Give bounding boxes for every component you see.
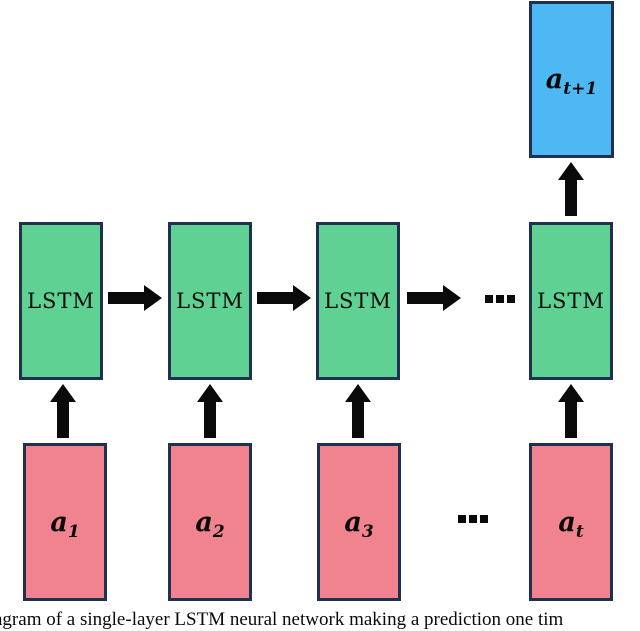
output-box: at+1 (529, 1, 614, 158)
ellipsis-dot (458, 515, 466, 523)
arrow-shaft (204, 400, 216, 438)
ellipsis-dot (507, 295, 515, 303)
ellipsis-dot (496, 295, 504, 303)
ellipsis-input-row (458, 515, 488, 523)
output-label: at+1 (545, 64, 598, 99)
input-box-a2: a2 (168, 443, 252, 601)
lstm-cell-1: LSTM (19, 222, 103, 380)
arrow-shaft (108, 292, 146, 304)
arrow-up-input-1-icon (50, 384, 76, 438)
arrow-shaft (352, 400, 364, 438)
lstm-cell-2-label: LSTM (176, 289, 244, 313)
ellipsis-lstm-row (485, 295, 515, 303)
arrow-up-input-3-icon (345, 384, 371, 438)
arrow-right-1-icon (108, 285, 162, 311)
arrow-right-3-icon (407, 285, 461, 311)
input-label-a3: a3 (344, 506, 374, 542)
arrow-head (443, 285, 461, 311)
lstm-cell-3: LSTM (316, 222, 400, 380)
lstm-cell-4-label: LSTM (537, 289, 605, 313)
arrow-shaft (57, 400, 69, 438)
arrow-head (50, 384, 76, 402)
input-box-a3: a3 (317, 443, 401, 601)
arrow-head (293, 285, 311, 311)
arrow-right-2-icon (257, 285, 311, 311)
arrow-head (558, 162, 584, 180)
figure-caption: agram of a single-layer LSTM neural netw… (0, 609, 564, 630)
arrow-shaft (565, 400, 577, 438)
arrow-up-input-4-icon (558, 384, 584, 438)
input-box-at: at (529, 443, 613, 601)
lstm-cell-1-label: LSTM (27, 289, 95, 313)
input-box-a1: a1 (23, 443, 107, 601)
lstm-cell-4: LSTM (529, 222, 613, 380)
input-label-a2: a2 (195, 506, 225, 542)
input-label-a1: a1 (50, 506, 80, 542)
arrow-head (144, 285, 162, 311)
lstm-cell-3-label: LSTM (324, 289, 392, 313)
ellipsis-dot (469, 515, 477, 523)
input-label-at: at (558, 506, 584, 542)
lstm-cell-2: LSTM (168, 222, 252, 380)
ellipsis-dot (480, 515, 488, 523)
arrow-up-input-2-icon (197, 384, 223, 438)
arrow-head (558, 384, 584, 402)
arrow-up-output-icon (558, 162, 584, 216)
arrow-head (345, 384, 371, 402)
arrow-shaft (257, 292, 295, 304)
ellipsis-dot (485, 295, 493, 303)
arrow-head (197, 384, 223, 402)
arrow-shaft (407, 292, 445, 304)
arrow-shaft (565, 178, 577, 216)
